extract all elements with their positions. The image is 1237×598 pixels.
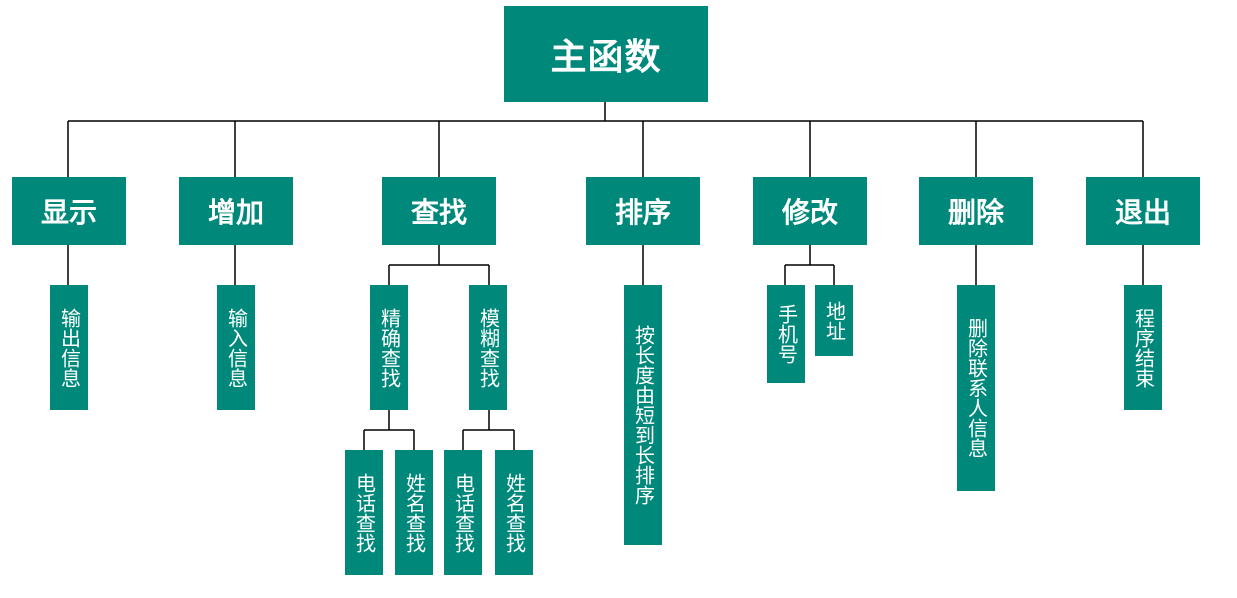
node-sort-by-length: 按长度由短到长排序 [624, 285, 662, 545]
node-output-info: 输出信息 [50, 285, 88, 410]
node-input-info: 输入信息 [217, 285, 255, 410]
node-delete-contact: 删除联系人信息 [957, 285, 995, 491]
node-exact-search: 精确查找 [370, 285, 408, 410]
node-fuzzy-phone-search: 电话查找 [444, 450, 482, 575]
module-display: 显示 [12, 177, 126, 245]
node-phone-number: 手机号 [767, 285, 805, 383]
node-fuzzy-name-search: 姓名查找 [495, 450, 533, 575]
node-address: 地址 [815, 285, 853, 356]
root-node: 主函数 [504, 6, 708, 102]
module-delete: 删除 [919, 177, 1033, 245]
node-program-end: 程序结束 [1124, 285, 1162, 410]
module-modify: 修改 [753, 177, 867, 245]
module-add: 增加 [179, 177, 293, 245]
module-search: 查找 [382, 177, 496, 245]
node-exact-name-search: 姓名查找 [395, 450, 433, 575]
node-exact-phone-search: 电话查找 [345, 450, 383, 575]
module-sort: 排序 [586, 177, 700, 245]
node-fuzzy-search: 模糊查找 [469, 285, 507, 410]
module-exit: 退出 [1086, 177, 1200, 245]
